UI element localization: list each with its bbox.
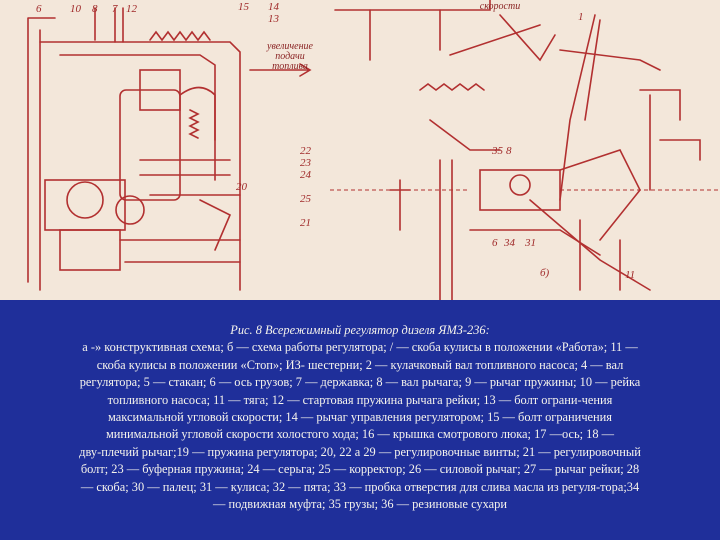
caption-line: минимальной угловой скорости холостого х… — [105, 427, 615, 442]
regulator-drawing: 6 10 8 7 12 15 14 13 22 23 24 20 25 21 3… — [0, 0, 720, 300]
note-line-1: увеличение — [267, 41, 313, 52]
label-22: 22 — [300, 145, 311, 157]
label-21: 21 — [300, 217, 311, 229]
label-23: 23 — [300, 157, 311, 169]
caption-line: — скоба; 30 — палец; 31 — кулиса; 32 — п… — [80, 479, 640, 494]
label-24: 24 — [300, 169, 311, 181]
label-20: 20 — [236, 181, 247, 193]
label-b-part: б) — [540, 267, 550, 279]
label-13: 13 — [268, 13, 279, 25]
label-12: 12 — [126, 3, 137, 15]
caption-line: регулятора; 5 — стакан; 6 — ось грузов; … — [79, 375, 641, 390]
caption-line: а -» конструктивная схема; б — схема раб… — [82, 340, 638, 355]
label-6-b: 6 — [492, 237, 498, 249]
note-line-2: подачи — [275, 51, 305, 62]
label-34: 34 — [504, 237, 515, 249]
label-7: 7 — [112, 3, 118, 15]
figure-title: Рис. 8 Всережимный регулятор дизеля ЯМЗ-… — [230, 323, 490, 337]
label-6: 6 — [36, 3, 42, 15]
caption-line: максимальной угловой скорости; 14 — рыча… — [107, 410, 613, 425]
caption-line: скоба кулисы в положении «Стоп»; ИЗ- шес… — [96, 357, 624, 372]
label-8-b: 8 — [506, 145, 512, 157]
label-31: 31 — [525, 237, 536, 249]
caption-line: — подвижная муфта; 35 грузы; 36 — резино… — [213, 497, 507, 512]
label-35: 35 — [492, 145, 503, 157]
caption-line: дву-плечий рычаг;19 — пружина регулятора… — [79, 444, 641, 459]
label-8: 8 — [92, 3, 98, 15]
label-10: 10 — [70, 3, 81, 15]
label-1: 1 — [578, 11, 584, 23]
label-15: 15 — [238, 1, 249, 13]
speed-note: скорости — [479, 1, 521, 12]
mechanism-sketch — [27, 0, 720, 300]
caption-line: болт; 23 — буферная пружина; 24 — серьга… — [80, 462, 640, 477]
label-14: 14 — [268, 1, 279, 13]
label-25: 25 — [300, 193, 311, 205]
figure-caption: Рис. 8 Всережимный регулятор дизеля ЯМЗ-… — [4, 322, 716, 513]
increase-fuel-note: увеличение подачи топлива — [260, 42, 320, 72]
caption-line: топливного насоса; 11 — тяга; 12 — старт… — [107, 392, 613, 407]
label-11: 11 — [625, 269, 636, 281]
note-line-3: топлива — [272, 61, 308, 72]
